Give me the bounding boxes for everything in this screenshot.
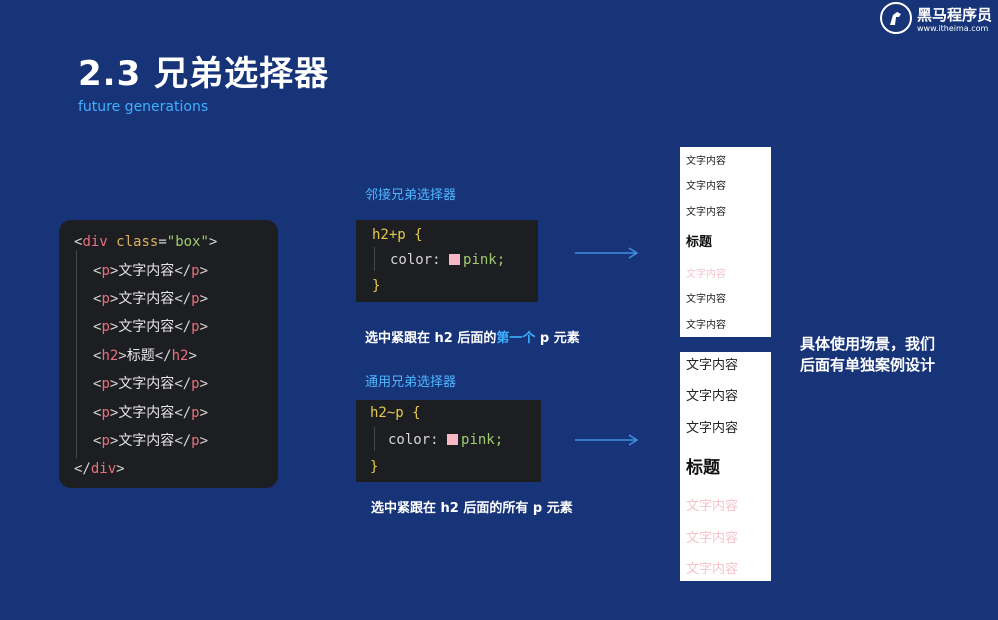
preview-paragraph: 文字内容 xyxy=(686,320,726,331)
brand-url: www.itheima.com xyxy=(917,24,989,33)
adjacent-heading: 邻接兄弟选择器 xyxy=(365,188,457,203)
page-subtitle: future generations xyxy=(78,99,209,115)
arrow-right-icon xyxy=(575,434,639,446)
adjacent-description: 选中紧跟在 h2 后面的第一个 p 元素 xyxy=(365,331,580,346)
general-description: 选中紧跟在 h2 后面的所有 p 元素 xyxy=(371,501,573,516)
code-line-p: <p>文字内容</p> xyxy=(93,319,209,335)
brand-logo: 黑马程序员 www.itheima.com xyxy=(880,2,992,38)
preview-heading: 标题 xyxy=(686,458,720,478)
general-css-block: h2~p { color: pink; } xyxy=(356,400,541,482)
code-line-p: <p>文字内容</p> xyxy=(93,433,209,449)
code-line-close-div: </div> xyxy=(74,461,125,477)
arrow-right-icon xyxy=(575,247,639,259)
preview-paragraph: 文字内容 xyxy=(686,207,726,218)
page-title: 2.3 兄弟选择器 xyxy=(78,54,330,94)
preview-paragraph: 文字内容 xyxy=(686,562,739,577)
indent-guide xyxy=(76,250,77,458)
code-line-open-div: <div class="box"> xyxy=(74,234,218,250)
indent-guide xyxy=(374,427,375,451)
code-line-p: <p>文字内容</p> xyxy=(93,376,209,392)
preview-paragraph: 文字内容 xyxy=(686,499,739,514)
preview-paragraph: 文字内容 xyxy=(686,531,739,546)
color-swatch xyxy=(447,434,459,445)
horse-logo-icon xyxy=(880,2,912,34)
code-line-p: <p>文字内容</p> xyxy=(93,405,209,421)
preview-paragraph: 文字内容 xyxy=(686,156,726,167)
preview-paragraph: 文字内容 xyxy=(686,358,739,373)
usage-note-line: 具体使用场景，我们 xyxy=(800,335,936,353)
general-heading: 通用兄弟选择器 xyxy=(365,375,457,390)
css-close-brace: } xyxy=(372,278,381,294)
css-selector-line: h2+p { xyxy=(372,227,423,243)
code-line-h2: <h2>标题</h2> xyxy=(93,348,197,364)
brand-name: 黑马程序员 xyxy=(917,6,993,24)
preview-paragraph: 文字内容 xyxy=(686,421,739,436)
preview-heading: 标题 xyxy=(686,235,713,250)
adjacent-css-block: h2+p { color: pink; } xyxy=(356,220,538,302)
css-selector-line: h2~p { xyxy=(370,405,421,421)
preview-paragraph: 文字内容 xyxy=(686,181,726,192)
preview-paragraph: 文字内容 xyxy=(686,294,726,305)
general-preview-panel: 文字内容文字内容文字内容标题文字内容文字内容文字内容 xyxy=(680,352,771,581)
css-close-brace: } xyxy=(370,459,379,475)
css-declaration-line: color: pink; xyxy=(390,252,506,268)
css-declaration-line: color: pink; xyxy=(388,432,504,448)
preview-paragraph: 文字内容 xyxy=(686,269,726,280)
preview-paragraph: 文字内容 xyxy=(686,389,739,404)
color-swatch xyxy=(449,254,461,265)
code-line-p: <p>文字内容</p> xyxy=(93,263,209,279)
html-code-block: <div class="box"> <p>文字内容</p> <p>文字内容</p>… xyxy=(59,220,278,488)
indent-guide xyxy=(374,247,375,271)
usage-note: 具体使用场景，我们 后面有单独案例设计 xyxy=(800,334,935,376)
code-line-p: <p>文字内容</p> xyxy=(93,291,209,307)
adjacent-preview-panel: 文字内容文字内容文字内容标题文字内容文字内容文字内容 xyxy=(680,147,771,337)
usage-note-line: 后面有单独案例设计 xyxy=(800,356,936,374)
